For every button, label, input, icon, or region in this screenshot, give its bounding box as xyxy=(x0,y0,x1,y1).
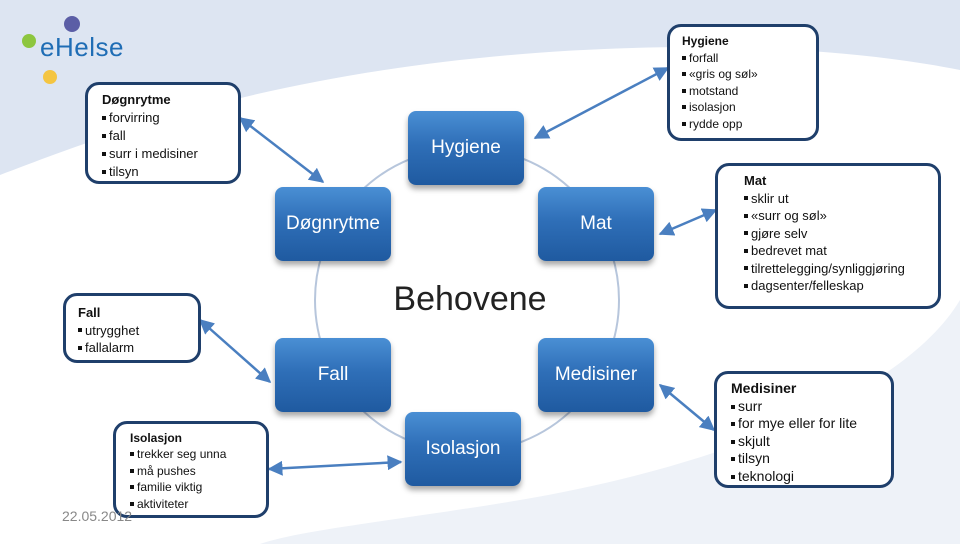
box-mat-item: sklir ut xyxy=(744,190,928,208)
box-isolasjon-item: må pushes xyxy=(130,463,256,479)
box-medisiner-item: for mye eller for lite xyxy=(731,415,881,433)
center-label: Behovene xyxy=(393,280,547,318)
box-medisiner-item: tilsyn xyxy=(731,450,881,468)
box-isolasjon-item: aktiviteter xyxy=(130,496,256,512)
box-mat: Mat sklir ut «surr og søl» gjøre selv be… xyxy=(715,163,941,309)
logo-text: eHelse xyxy=(40,32,124,62)
box-fall-item: utrygghet xyxy=(78,322,188,340)
box-medisiner-item: teknologi xyxy=(731,468,881,486)
box-hygiene-title: Hygiene xyxy=(682,34,729,48)
box-dognrytme: Døgnrytme forvirring fall surr i medisin… xyxy=(85,82,241,184)
box-hygiene-item: isolasjon xyxy=(682,99,806,116)
box-mat-item: gjøre selv xyxy=(744,225,928,243)
node-fall[interactable]: Fall xyxy=(275,338,391,412)
node-medisiner[interactable]: Medisiner xyxy=(538,338,654,412)
box-mat-item: dagsenter/felleskap xyxy=(744,277,928,295)
box-mat-item: bedrevet mat xyxy=(744,242,928,260)
box-medisiner: Medisiner surr for mye eller for lite sk… xyxy=(714,371,894,488)
logo-dot-green xyxy=(22,34,36,48)
ehelse-logo: eHelse xyxy=(10,6,130,84)
box-mat-title: Mat xyxy=(744,173,767,188)
box-dognrytme-item: surr i medisiner xyxy=(102,145,228,163)
box-mat-item: tilrettelegging/synliggjøring xyxy=(744,260,928,278)
node-mat[interactable]: Mat xyxy=(538,187,654,261)
node-isolasjon[interactable]: Isolasjon xyxy=(405,412,521,486)
box-isolasjon-item: familie viktig xyxy=(130,479,256,495)
box-dognrytme-title: Døgnrytme xyxy=(102,92,171,107)
box-mat-item: «surr og søl» xyxy=(744,207,928,225)
footer-date: 22.05.2012 xyxy=(62,508,133,524)
node-hygiene[interactable]: Hygiene xyxy=(408,111,524,185)
node-dognrytme[interactable]: Døgnrytme xyxy=(275,187,391,261)
logo-dot-yellow xyxy=(43,70,57,84)
box-fall: Fall utrygghet fallalarm xyxy=(63,293,201,363)
box-hygiene-item: «gris og søl» xyxy=(682,66,806,83)
box-dognrytme-item: fall xyxy=(102,127,228,145)
box-isolasjon: Isolasjon trekker seg unna må pushes fam… xyxy=(113,421,269,518)
box-fall-title: Fall xyxy=(78,305,101,320)
box-hygiene-item: motstand xyxy=(682,83,806,100)
box-hygiene-item: forfall xyxy=(682,50,806,67)
box-isolasjon-item: trekker seg unna xyxy=(130,446,256,462)
box-isolasjon-title: Isolasjon xyxy=(130,431,183,445)
box-medisiner-item: surr xyxy=(731,398,881,416)
box-dognrytme-item: tilsyn xyxy=(102,163,228,181)
logo-dot-purple xyxy=(64,16,80,32)
box-medisiner-item: skjult xyxy=(731,433,881,451)
box-medisiner-title: Medisiner xyxy=(731,380,797,396)
box-dognrytme-item: forvirring xyxy=(102,109,228,127)
box-hygiene-item: rydde opp xyxy=(682,116,806,133)
box-hygiene: Hygiene forfall «gris og søl» motstand i… xyxy=(667,24,819,141)
box-fall-item: fallalarm xyxy=(78,339,188,357)
